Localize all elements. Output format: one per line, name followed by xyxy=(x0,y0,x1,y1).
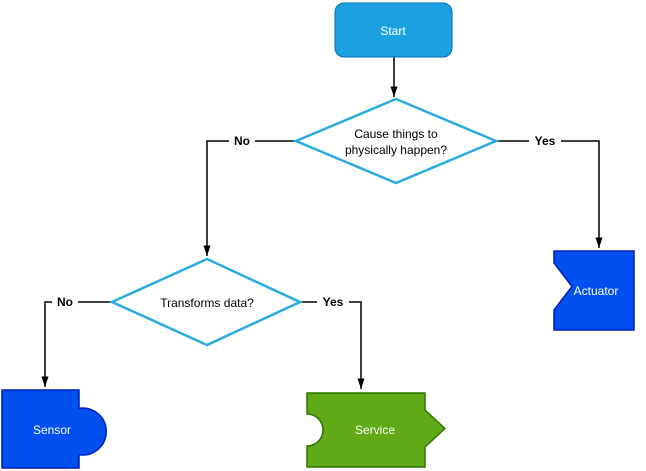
edge-label-physical-no: No xyxy=(229,133,255,149)
edge-decision-transforms-yes-to-service xyxy=(300,301,365,389)
node-decision-physical-label-line2: physically happen? xyxy=(345,143,447,157)
edge-label-text: No xyxy=(234,134,250,148)
edge-label-text: Yes xyxy=(535,134,556,148)
edge-label-text: Yes xyxy=(323,295,344,309)
node-decision-physical-group: Cause things to physically happen? xyxy=(292,97,500,185)
edge-decision-physical-no-to-decision-transforms xyxy=(203,140,296,256)
edge-label-bg xyxy=(52,294,78,310)
node-start[interactable] xyxy=(334,2,453,58)
node-sensor-group: Sensor xyxy=(1,389,107,469)
edge-decision-transforms-no-to-sensor xyxy=(41,301,112,387)
edge-label-bg xyxy=(229,133,255,149)
node-sensor[interactable] xyxy=(1,389,107,469)
node-service[interactable] xyxy=(306,392,447,468)
node-sensor-label: Sensor xyxy=(33,423,71,437)
node-decision-physical[interactable] xyxy=(292,97,500,185)
node-service-label: Service xyxy=(355,423,395,437)
node-service-group: Service xyxy=(306,392,447,468)
node-decision-transforms-label: Transforms data? xyxy=(160,296,254,310)
edge-label-physical-yes: Yes xyxy=(529,133,561,149)
node-start-group: Start xyxy=(334,2,453,58)
node-start-label: Start xyxy=(380,24,406,38)
node-actuator-group: Actuator xyxy=(553,250,635,331)
edge-decision-physical-yes-to-actuator xyxy=(496,140,603,248)
node-decision-transforms[interactable] xyxy=(108,257,303,347)
node-actuator-label: Actuator xyxy=(574,284,619,298)
node-decision-transforms-group: Transforms data? xyxy=(108,257,303,347)
edge-label-transforms-yes: Yes xyxy=(317,294,349,310)
edge-label-text: No xyxy=(57,295,73,309)
edge-label-transforms-no: No xyxy=(52,294,78,310)
edge-label-bg xyxy=(529,133,561,149)
node-actuator[interactable] xyxy=(553,250,635,331)
node-decision-physical-label-line1: Cause things to xyxy=(354,127,438,141)
edge-label-bg xyxy=(317,294,349,310)
